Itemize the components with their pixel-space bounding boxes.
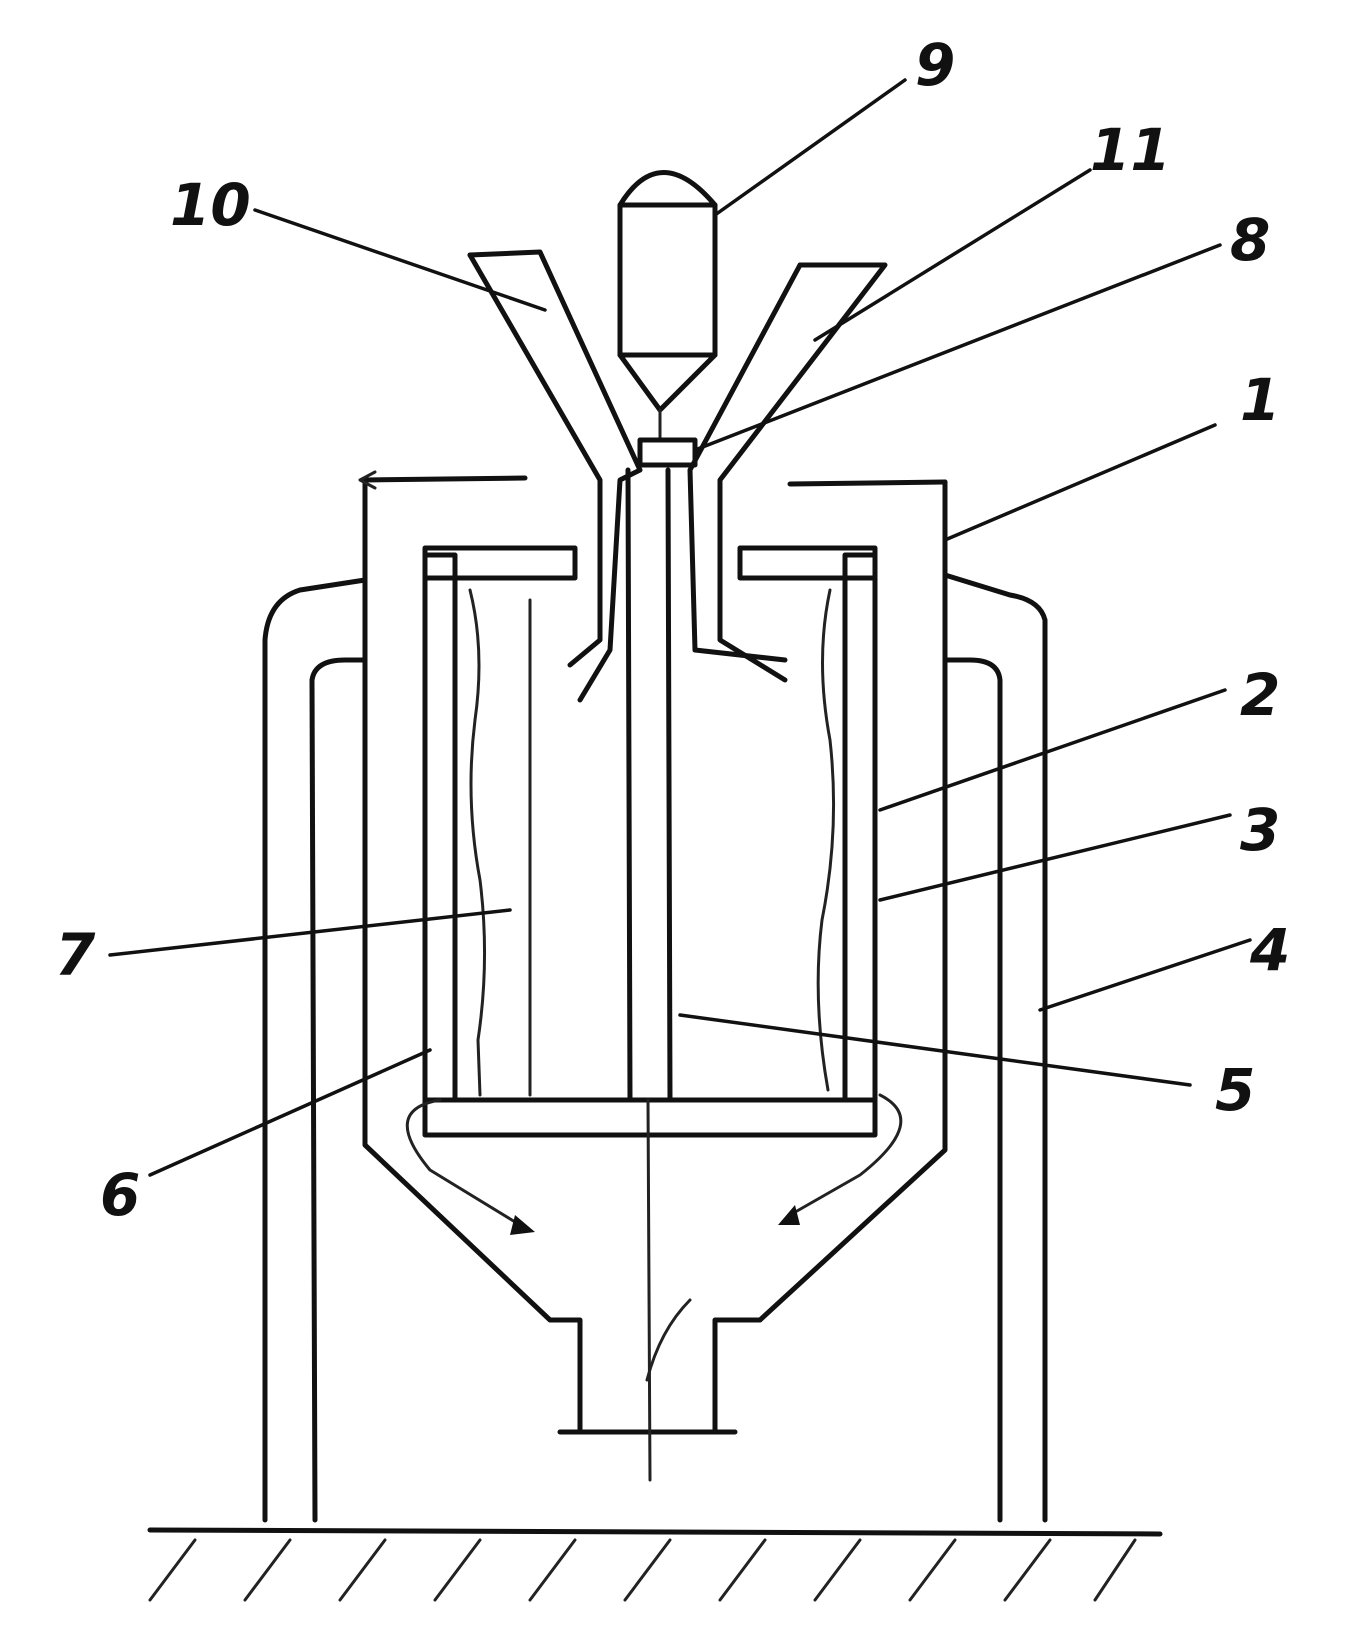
feed-funnel-right bbox=[687, 262, 888, 683]
callout-2: 2 bbox=[1240, 661, 1280, 729]
support-frame bbox=[262, 572, 1048, 1523]
callout-7: 7 bbox=[55, 921, 96, 989]
callout-9: 9 bbox=[915, 31, 955, 99]
callout-4: 4 bbox=[1249, 916, 1290, 984]
coupling bbox=[637, 437, 698, 468]
outer-housing bbox=[362, 475, 948, 1435]
callout-3: 3 bbox=[1240, 796, 1280, 864]
callout-5: 5 bbox=[1215, 1056, 1255, 1124]
callout-1: 1 bbox=[1240, 366, 1280, 434]
central-shaft bbox=[625, 467, 673, 1482]
callout-11: 11 bbox=[1090, 116, 1171, 184]
leader-lines bbox=[108, 78, 1252, 1177]
callout-6: 6 bbox=[100, 1161, 140, 1229]
rotor-drum bbox=[422, 545, 878, 1138]
feed-funnel-left bbox=[467, 249, 643, 703]
callout-8: 8 bbox=[1230, 206, 1270, 274]
callout-10: 10 bbox=[170, 171, 251, 239]
callout-labels: 1 2 3 4 5 6 7 8 9 10 11 bbox=[55, 31, 1290, 1229]
flow-arrows bbox=[358, 470, 903, 1235]
ground-base bbox=[147, 1527, 1163, 1602]
drive-motor bbox=[617, 170, 718, 442]
